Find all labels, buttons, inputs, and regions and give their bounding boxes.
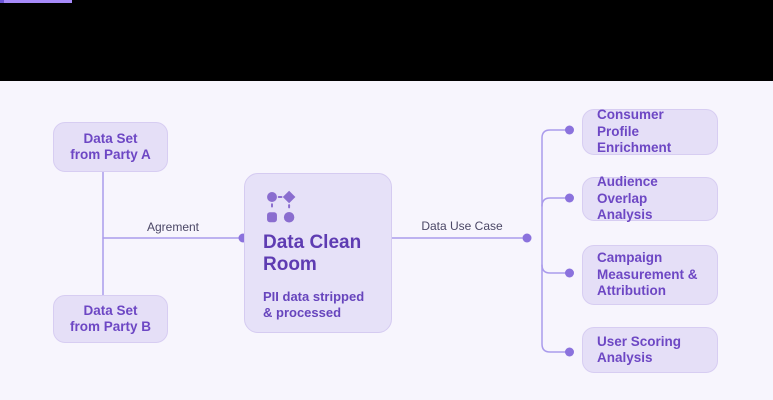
- accent-progress-bar-tip: [0, 0, 4, 3]
- use-case-anchor-dot: [522, 233, 532, 243]
- branch-dot-3: [565, 268, 574, 278]
- clean-room-node: Data Clean Room PII data stripped & proc…: [244, 173, 392, 333]
- clean-room-title: Data Clean Room: [263, 232, 362, 276]
- agreement-edge-label: Agrement: [146, 220, 200, 234]
- branch-line-2: [541, 197, 567, 207]
- use-case-node-audience-overlap: Audience Overlap Analysis: [582, 174, 718, 222]
- top-banner: [0, 0, 773, 81]
- party-a-node: Data Set from Party A: [53, 122, 168, 172]
- branch-line-3: [541, 264, 567, 274]
- use-case-edge-label: Data Use Case: [421, 219, 503, 233]
- accent-progress-bar: [0, 0, 72, 3]
- use-case-node-user-scoring: User Scoring Analysis: [582, 327, 718, 373]
- branch-trunk-line: [541, 129, 567, 353]
- branch-dot-4: [565, 347, 574, 357]
- branch-dot-2: [565, 193, 574, 203]
- use-case-node-campaign-measurement: Campaign Measurement & Attribution: [582, 245, 718, 305]
- workflow-icon: [267, 190, 296, 223]
- use-case-node-consumer-profile: Consumer Profile Enrichment: [582, 107, 718, 155]
- clean-room-subtitle: PII data stripped & processed: [263, 288, 365, 321]
- party-b-node: Data Set from Party B: [53, 295, 168, 343]
- branch-dot-1: [565, 125, 574, 135]
